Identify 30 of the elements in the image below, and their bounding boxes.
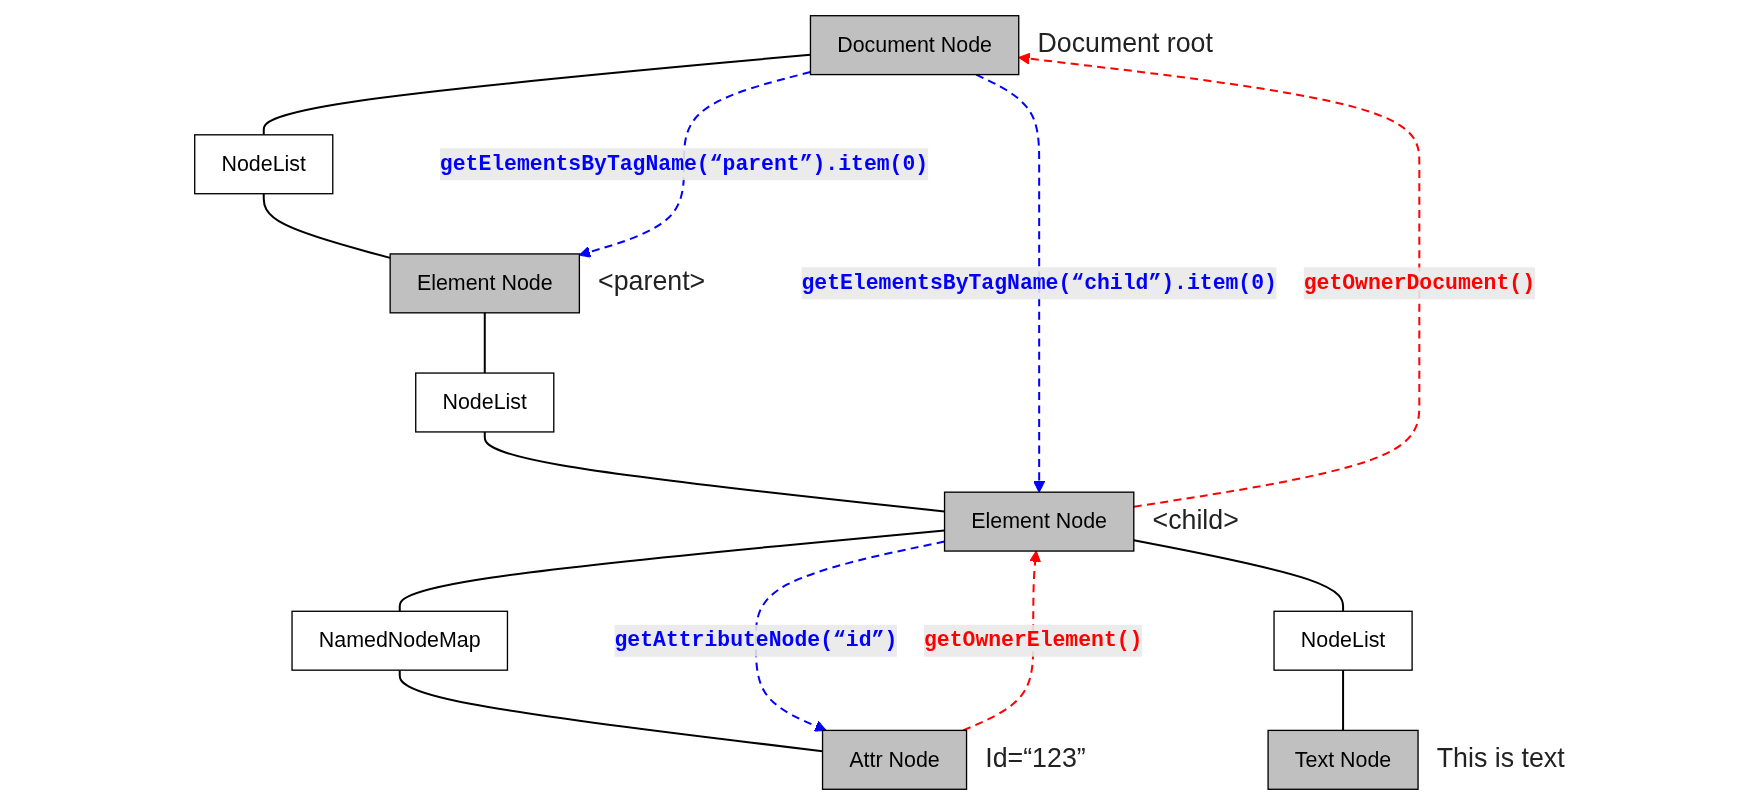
connector (398, 529, 945, 612)
node-box: NamedNodeMap (291, 610, 508, 671)
connector (1341, 670, 1344, 731)
node-caption: This is text (1436, 742, 1565, 773)
node-box: Text Node (1267, 729, 1419, 790)
edge-label: getOwnerElement() (923, 628, 1143, 653)
arrow (962, 550, 1041, 732)
connector (483, 431, 945, 513)
node-box: NodeList (414, 372, 555, 433)
node-box: Element Node (389, 253, 580, 314)
node-box: Attr Node (821, 729, 967, 790)
node-caption: Id=“123” (985, 742, 1086, 773)
node-caption: <parent> (597, 266, 705, 297)
node-box: Document Node (809, 15, 1020, 76)
node-box: Element Node (943, 491, 1135, 552)
edge-label: getElementsByTagName(“child”).item(0) (801, 271, 1277, 296)
edge-label: getElementsByTagName(“parent”).item(0) (439, 152, 928, 177)
arrow (975, 73, 1045, 493)
connector (483, 312, 486, 374)
connector (262, 53, 811, 135)
node-caption: Document root (1037, 28, 1213, 59)
node-box: NodeList (1273, 610, 1413, 671)
connector (398, 670, 823, 753)
edge-label: getAttributeNode(“id”) (614, 628, 897, 653)
node-caption: <child> (1152, 504, 1239, 535)
connector (1133, 539, 1344, 612)
arrow (754, 540, 945, 732)
arrow (578, 71, 811, 258)
node-box: NodeList (193, 134, 334, 195)
edge-label: getOwnerDocument() (1303, 271, 1535, 296)
